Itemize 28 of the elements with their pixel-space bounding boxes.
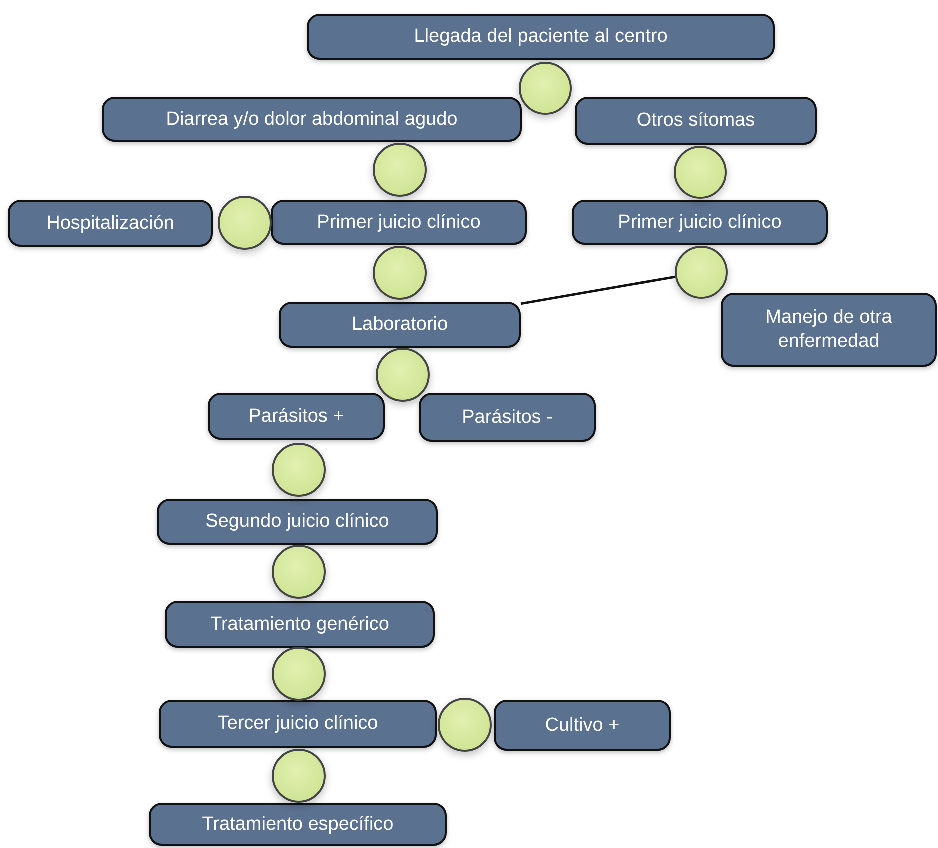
process-box: Parásitos - [419,393,596,442]
connector-circle [674,146,727,199]
process-box: Diarrea y/o dolor abdominal agudo [102,97,522,142]
connector-circle [373,143,427,197]
process-box: Primer juicio clínico [271,200,527,245]
process-box: Primer juicio clínico [572,200,828,245]
process-box: Hospitalización [8,200,213,247]
connector-circle [272,545,326,599]
process-box: Tratamiento genérico [165,601,435,648]
process-box: Manejo de otra enfermedad [721,293,937,367]
process-box: Tercer juicio clínico [159,700,437,748]
connector-circle [272,647,326,701]
connector-circle [438,698,492,752]
connector-circle [376,348,430,402]
process-box: Segundo juicio clínico [157,499,438,545]
process-box: Llegada del paciente al centro [307,14,775,60]
connector-circle [373,246,427,300]
connector-circle [272,443,326,497]
process-box: Parásitos + [208,393,385,440]
connector-circle [675,246,728,299]
connector-circle [218,196,272,250]
connector-circle [272,749,326,803]
process-box: Cultivo + [494,700,671,751]
connector-line [520,276,676,306]
process-box: Tratamiento específico [149,803,447,846]
connector-circle [519,62,572,115]
process-box: Laboratorio [279,302,521,348]
process-box: Otros sítomas [575,97,817,145]
